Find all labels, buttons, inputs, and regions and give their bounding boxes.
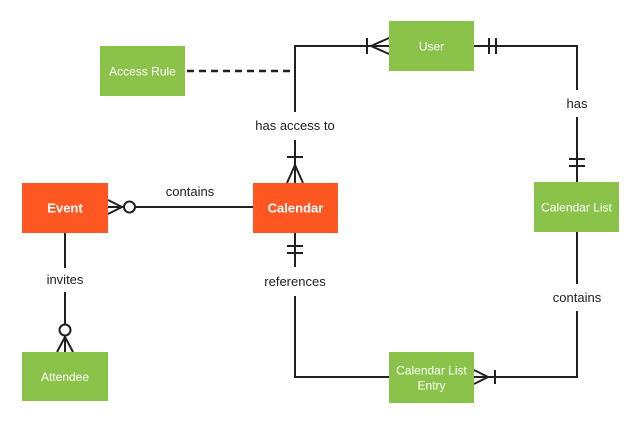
entity-user[interactable]: User — [389, 21, 474, 71]
entity-calendar-list-entry-label-line2: Entry — [417, 379, 445, 393]
entity-attendee[interactable]: Attendee — [22, 352, 108, 401]
entity-access-rule-label: Access Rule — [109, 65, 176, 79]
zero-circle-icon — [58, 323, 72, 337]
entity-user-label: User — [419, 40, 444, 54]
entity-calendar-label: Calendar — [268, 201, 324, 216]
entity-calendar-list[interactable]: Calendar List — [534, 182, 619, 232]
relationship-contains-entries: contains — [473, 232, 602, 385]
entity-access-rule-box[interactable] — [100, 46, 185, 96]
entity-event[interactable]: Event — [22, 183, 108, 233]
crow-foot-many-icon — [107, 206, 123, 215]
edge-label-contains: contains — [553, 290, 602, 305]
edge-label-references: references — [264, 274, 326, 289]
crow-foot-many-icon — [473, 369, 489, 378]
crow-foot-many-icon — [294, 164, 304, 184]
edge-label-invites: invites — [47, 272, 84, 287]
crow-foot-many-icon — [370, 37, 390, 47]
relationship-has: has — [474, 38, 588, 182]
entity-event-box[interactable] — [22, 183, 108, 233]
relationship-references: references — [264, 233, 389, 378]
entity-event-label: Event — [47, 201, 83, 216]
crow-foot-many-icon — [107, 199, 123, 208]
crow-foot-many-icon — [370, 45, 390, 55]
zero-circle-icon — [123, 200, 136, 214]
entity-user-box[interactable] — [389, 21, 474, 71]
entity-calendar[interactable]: Calendar — [253, 183, 338, 233]
crow-foot-many-icon — [56, 336, 66, 353]
entity-calendar-list-entry-box[interactable] — [389, 352, 474, 403]
crow-foot-many-icon — [64, 336, 74, 353]
relationship-has-access-to: has access to — [255, 37, 390, 184]
entity-calendar-list-entry-label-line1: Calendar List — [396, 364, 467, 378]
edge-label-has-access-to: has access to — [255, 118, 335, 133]
edge-label-has: has — [567, 96, 588, 111]
relationship-invites: invites — [47, 233, 84, 353]
entity-calendar-box[interactable] — [253, 183, 338, 233]
edge-segment — [294, 296, 389, 378]
edge-segment — [474, 311, 578, 378]
entity-calendar-list-label: Calendar List — [541, 201, 612, 215]
entity-access-rule[interactable]: Access Rule — [100, 46, 185, 96]
edge-label-contains: contains — [166, 184, 215, 199]
edge-segment — [474, 45, 578, 90]
entity-attendee-label: Attendee — [41, 370, 89, 384]
crow-foot-many-icon — [473, 376, 489, 385]
crow-foot-many-icon — [286, 164, 296, 184]
entity-attendee-box[interactable] — [22, 352, 108, 401]
entity-calendar-list-box[interactable] — [534, 182, 619, 232]
edge-segment — [294, 45, 389, 112]
relationship-contains-event: contains — [107, 184, 253, 215]
entity-calendar-list-entry[interactable]: Calendar List Entry — [389, 352, 474, 403]
